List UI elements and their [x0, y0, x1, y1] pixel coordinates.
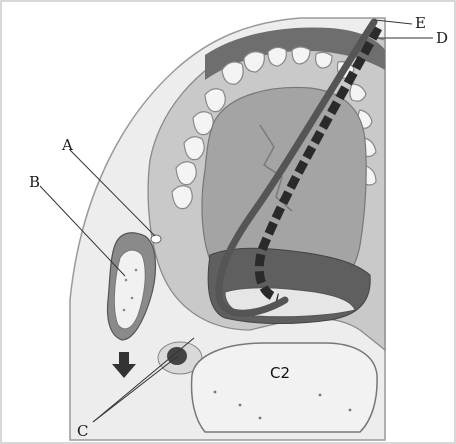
label-e: E — [415, 14, 426, 32]
label-c2: C2 — [270, 364, 290, 382]
label-d: D — [436, 29, 448, 47]
vessel-a — [151, 235, 161, 243]
label-b: B — [29, 173, 40, 191]
label-c: C — [77, 422, 88, 440]
c2-vertebra — [192, 343, 378, 432]
label-a: A — [61, 136, 73, 154]
